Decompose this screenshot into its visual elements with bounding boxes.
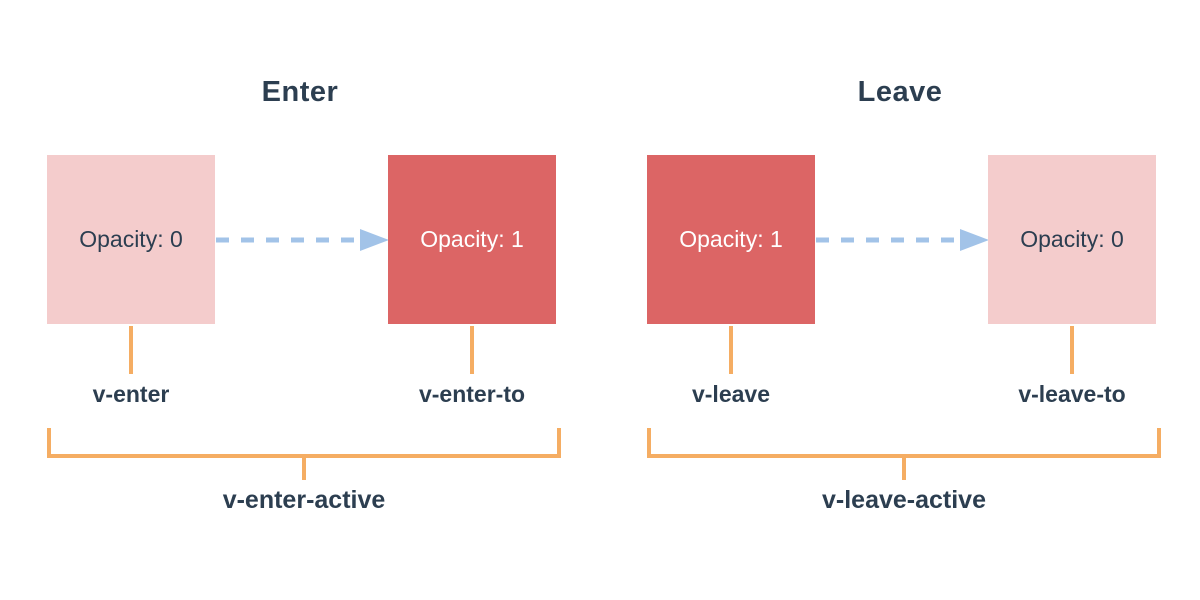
enter-from-box: Opacity: 0 <box>47 155 215 324</box>
leave-from-box: Opacity: 1 <box>647 155 815 324</box>
to-class-label: v-leave-to <box>1018 381 1126 407</box>
connector-line <box>470 326 474 374</box>
active-range-bracket <box>47 428 561 458</box>
opacity-value-label: Opacity: 1 <box>420 226 524 252</box>
enter-to-box: Opacity: 1 <box>388 155 556 324</box>
leave-to-box: Opacity: 0 <box>988 155 1156 324</box>
enter-section: Enter Opacity: 0 Opacity: 1 v-enter v-en… <box>47 76 561 514</box>
section-title: Leave <box>857 76 943 108</box>
leave-section: Leave Opacity: 1 Opacity: 0 v-leave v-le… <box>600 0 1200 600</box>
from-class-label: v-leave <box>691 381 770 407</box>
opacity-value-label: Opacity: 0 <box>1020 226 1124 252</box>
dashed-arrow-icon <box>816 229 989 251</box>
section-title: Enter <box>261 76 339 108</box>
connector-line <box>729 326 733 374</box>
active-class-label: v-leave-active <box>821 486 986 514</box>
active-range-bracket <box>647 428 1161 458</box>
opacity-value-label: Opacity: 1 <box>679 226 783 252</box>
dashed-arrow-icon <box>216 229 389 251</box>
from-class-label: v-enter <box>92 381 170 407</box>
bracket-stem-line <box>302 458 306 480</box>
opacity-value-label: Opacity: 0 <box>79 226 183 252</box>
connector-line <box>129 326 133 374</box>
connector-line <box>1070 326 1074 374</box>
bracket-stem-line <box>902 458 906 480</box>
active-class-label: v-enter-active <box>222 486 386 514</box>
to-class-label: v-enter-to <box>418 381 526 407</box>
